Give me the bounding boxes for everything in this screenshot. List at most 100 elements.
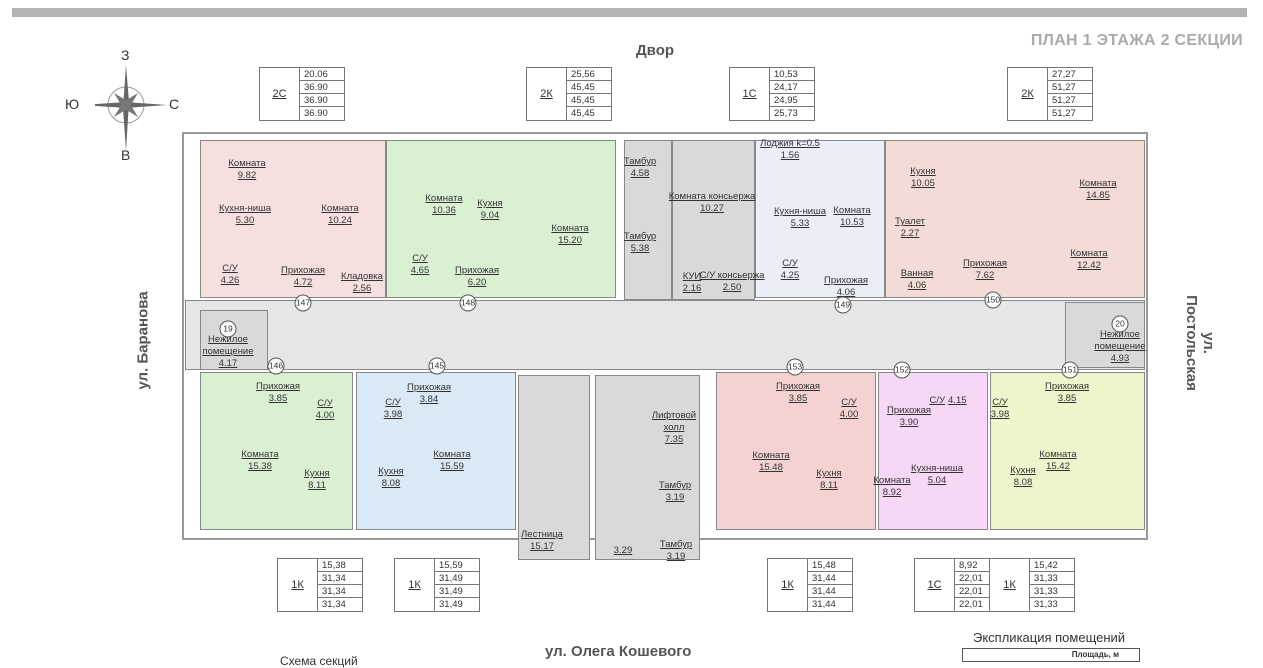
sections-scheme-label: Схема секций (280, 654, 358, 668)
corridor (185, 300, 1145, 370)
apartment-number: 150 (984, 291, 1002, 309)
flat-1k-b-area (356, 372, 516, 530)
apartment-number: 148 (459, 294, 477, 312)
nonresidential-19 (200, 310, 268, 370)
flat-1k-d-area (990, 372, 1145, 530)
compass-west: Ю (65, 96, 80, 112)
vestibule-area (624, 140, 672, 300)
top-bar (12, 8, 1247, 17)
apartment-number: 152 (893, 361, 911, 379)
nonresidential-20 (1065, 302, 1145, 368)
compass-east: С (169, 96, 180, 112)
flat-2k-area (386, 140, 616, 298)
concierge-area (672, 140, 755, 300)
flat-2c-area (200, 140, 386, 298)
yard-label: Двор (636, 42, 675, 59)
explication-area-header: Площадь, м (1071, 650, 1119, 659)
room-label: 3.29 (613, 545, 633, 556)
explication-table: Площадь, м (962, 648, 1140, 662)
flat-1k-a-area (200, 372, 353, 530)
apartment-number: 145 (428, 357, 446, 375)
staircase-area (518, 375, 590, 560)
flat-1k-c-area (716, 372, 876, 530)
page-title: ПЛАН 1 ЭТАЖА 2 СЕКЦИИ (1030, 32, 1243, 49)
street-right: ул. Постольская (1183, 295, 1217, 391)
apartment-number: 151 (1061, 361, 1079, 379)
flat-2k-right-area (885, 140, 1145, 298)
apartment-number: 153 (786, 358, 804, 376)
compass-north: З (121, 47, 130, 63)
room-number: 20 (1111, 315, 1129, 333)
apartment-number: 146 (267, 357, 285, 375)
lift-area (595, 375, 700, 560)
flat-1c-area (755, 140, 885, 298)
room-number: 19 (219, 320, 237, 338)
street-bottom: ул. Олега Кошевого (545, 643, 692, 660)
compass-rose: З В Ю С (65, 47, 185, 165)
apartment-number: 147 (294, 294, 312, 312)
explication-title: Экспликация помещений (973, 630, 1126, 645)
compass-south: В (121, 147, 131, 163)
street-left: ул. Баранова (134, 291, 152, 390)
apartment-number: 149 (834, 296, 852, 314)
